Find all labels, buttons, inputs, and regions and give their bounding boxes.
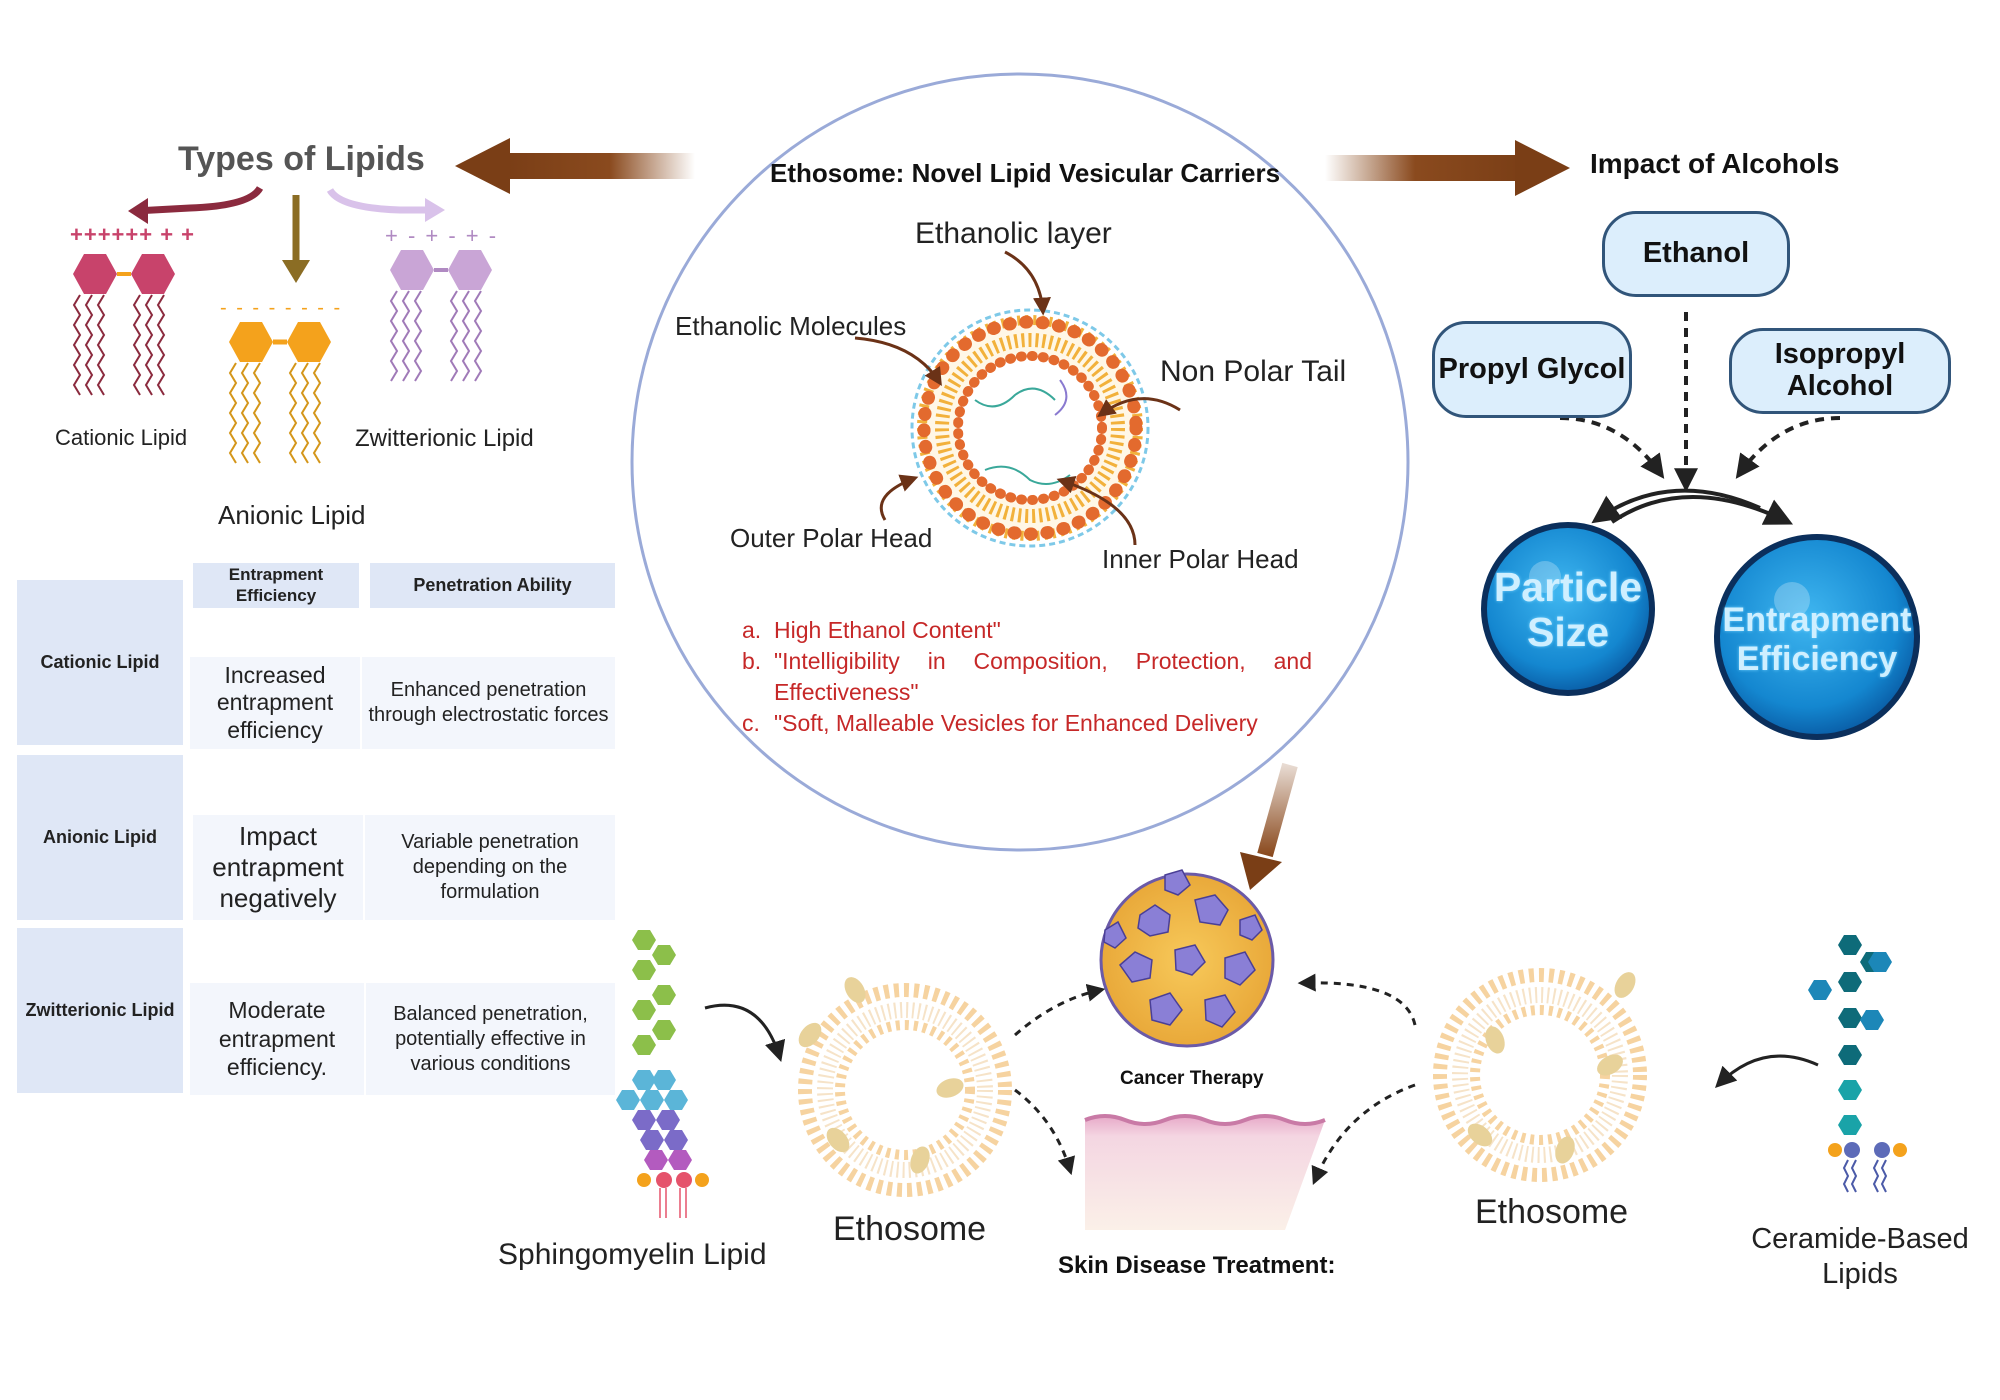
zwitterionic-charges: + - + - + - (385, 223, 499, 248)
pill-propyl-glycol: Propyl Glycol (1432, 321, 1632, 418)
entrapment-efficiency-bubble (1714, 534, 1920, 740)
label-zwitterionic-lipid: Zwitterionic Lipid (355, 425, 534, 452)
zwitterionic-lipid-icon (389, 250, 492, 382)
arrow-to-alcohols (1325, 140, 1570, 196)
ethosome-vesicle (910, 308, 1150, 548)
table-cell-penetration: Variable penetration depending on the fo… (401, 831, 579, 903)
ceramide-lipid-icon (1808, 935, 1907, 1193)
label-ethosome-right: Ethosome (1475, 1193, 1629, 1231)
table-cell-penetration: Balanced penetration, potentially effect… (393, 1002, 588, 1075)
property-text: "Soft, Malleable Vesicles for Enhanced D… (774, 710, 1258, 736)
pill-isopropyl-alcohol: Isopropyl Alcohol (1729, 328, 1951, 414)
lipid-table-cells (190, 657, 615, 1095)
table-row-name: Anionic Lipid (43, 827, 157, 847)
label-skin-disease: Skin Disease Treatment: (1058, 1252, 1336, 1279)
label-cationic-lipid: Cationic Lipid (55, 425, 188, 450)
table-header-entrapment: Entrapment Efficiency (228, 565, 324, 605)
table-cell-penetration: Enhanced penetration through electrostat… (368, 679, 609, 726)
table-header-penetration: Penetration Ability (413, 575, 572, 595)
property-marker: c. (742, 710, 760, 736)
lipid-types-heading: Types of Lipids (178, 140, 425, 178)
label-outer-polar-head: Outer Polar Head (730, 523, 933, 553)
particle-size-label: Particle Size (1493, 563, 1643, 655)
label-anionic-lipid: Anionic Lipid (218, 500, 366, 530)
table-cell-entrapment: Moderate entrapment efficiency. (218, 996, 336, 1081)
anionic-lipid-icon (228, 322, 331, 464)
anionic-charges: - - - - - - - - (220, 297, 343, 319)
alcohols-heading: Impact of Alcohols (1590, 148, 1840, 179)
cationic-lipid-icon (72, 254, 175, 396)
cancer-cell-icon (1099, 869, 1275, 1048)
pill-ethanol: Ethanol (1602, 211, 1790, 297)
ethosome-right-icon (1433, 968, 1647, 1182)
page-title: Ethosome: Novel Lipid Vesicular Carriers (770, 158, 1281, 188)
table-cell-entrapment: Impact entrapment negatively (212, 820, 344, 914)
sphingomyelin-lipid-icon (616, 930, 709, 1218)
cationic-charges: ++++++ + + (70, 222, 196, 247)
table-row-name: Cationic Lipid (40, 652, 160, 672)
table-row-name: Zwitterionic Lipid (25, 999, 175, 1020)
arrow-to-applications (1240, 762, 1298, 890)
particle-size-bubble (1481, 522, 1655, 696)
table-cell-entrapment: Increased entrapment efficiency (216, 661, 334, 743)
property-marker: a. (742, 617, 762, 643)
skin-icon (1084, 1114, 1326, 1230)
property-text: "Intelligibility in Composition, Protect… (774, 648, 1312, 705)
property-marker: b. (742, 648, 762, 674)
application-arrows (704, 973, 1819, 1185)
properties-list: a. High Ethanol Content" b. "Intelligibili… (742, 615, 1312, 739)
arrow-to-lipid-types (455, 138, 695, 194)
alcohol-arrows (1559, 312, 1841, 525)
ethosome-left-icon (798, 977, 1012, 1197)
label-ethanolic-layer: Ethanolic layer (915, 217, 1112, 250)
property-item: b. "Intelligibility in Composition, Prote… (742, 646, 1312, 708)
label-ethosome-left: Ethosome (833, 1210, 987, 1248)
lipid-type-connectors (128, 185, 445, 283)
property-text: High Ethanol Content" (774, 617, 1001, 643)
label-non-polar-tail: Non Polar Tail (1160, 355, 1347, 388)
label-ethanolic-molecules: Ethanolic Molecules (675, 311, 907, 341)
property-item: c. "Soft, Malleable Vesicles for Enhanced… (742, 708, 1312, 739)
property-item: a. High Ethanol Content" (742, 615, 1312, 646)
label-sphingomyelin: Sphingomyelin Lipid (498, 1238, 767, 1271)
label-ceramide: Ceramide-Based Lipids (1751, 1223, 1969, 1290)
label-inner-polar-head: Inner Polar Head (1102, 544, 1299, 574)
lipid-table-grid (17, 563, 615, 1093)
entrapment-efficiency-label: Entrapment Efficiency (1722, 600, 1912, 678)
label-pointers (854, 250, 1181, 546)
label-cancer-therapy: Cancer Therapy (1120, 1068, 1264, 1089)
